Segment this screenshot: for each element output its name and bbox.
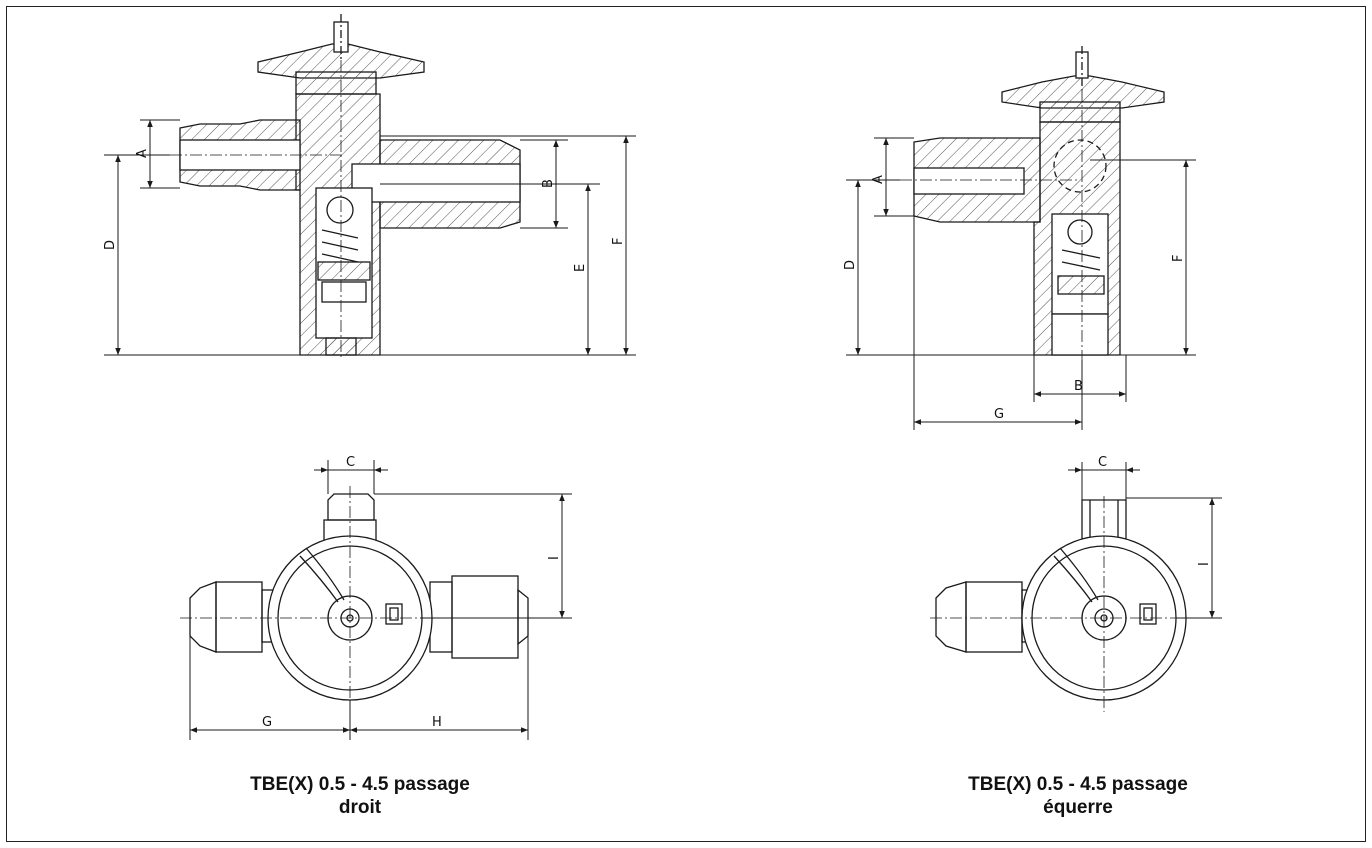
valve-straight-section	[170, 14, 521, 360]
dim-label-i: I	[547, 556, 562, 560]
dimensions-straight-plan	[189, 460, 572, 740]
dimensions-angle-plan	[1068, 462, 1222, 619]
valve-angle-section	[900, 46, 1165, 360]
dim-label-b: B	[541, 179, 556, 188]
dim-label-f: F	[611, 238, 626, 245]
dim-label-i-angle: I	[1197, 562, 1212, 566]
dim-label-c-angle: C	[1098, 455, 1107, 470]
caption-angle: TBE(X) 0.5 - 4.5 passage équerre	[868, 773, 1288, 819]
dimensions-straight-top	[104, 119, 636, 356]
caption-angle-line2: équerre	[1043, 797, 1113, 818]
dim-label-a: A	[135, 149, 150, 158]
dim-label-h: H	[432, 715, 442, 730]
dim-labels-angle-top: A D F B G	[843, 175, 1186, 422]
dim-label-a-angle: A	[871, 175, 886, 184]
dim-label-g: G	[262, 715, 272, 730]
dim-labels-angle-plan: C I	[1098, 455, 1212, 566]
valve-angle-plan	[930, 496, 1200, 712]
caption-straight-line2: droit	[338, 797, 382, 818]
caption-angle-line1: TBE(X) 0.5 - 4.5 passage	[968, 774, 1188, 795]
dim-label-c: C	[346, 455, 355, 470]
valve-straight-plan	[180, 486, 540, 712]
dimensions-angle-top	[846, 137, 1196, 430]
dim-label-g-angle: G	[994, 407, 1004, 422]
dim-label-d-angle: D	[843, 260, 858, 270]
dim-labels-straight-top: A D B E F	[103, 149, 626, 272]
caption-straight-line1: TBE(X) 0.5 - 4.5 passage	[250, 774, 470, 795]
dim-label-d: D	[103, 240, 118, 250]
dim-label-f-angle: F	[1171, 255, 1186, 262]
dim-label-e: E	[573, 264, 588, 272]
caption-straight: TBE(X) 0.5 - 4.5 passage droit	[150, 773, 570, 819]
dim-labels-straight-plan: C I G H	[262, 455, 562, 730]
dim-label-b-angle: B	[1074, 379, 1083, 394]
